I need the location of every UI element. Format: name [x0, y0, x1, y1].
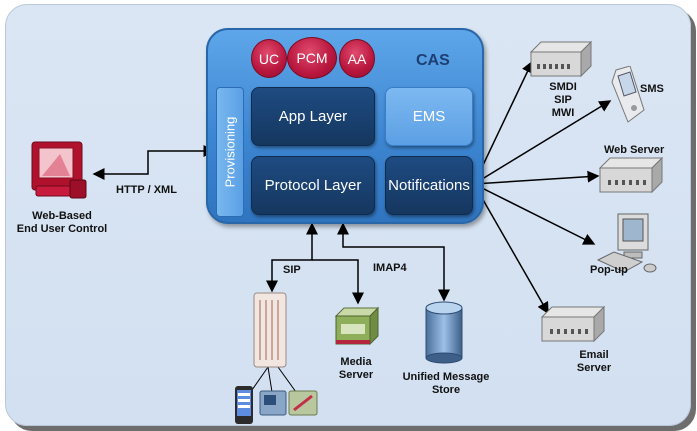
sip-connector	[266, 222, 318, 293]
imap4-label: IMAP4	[373, 262, 407, 274]
web-server-icon	[598, 156, 664, 194]
endpoint-branches	[251, 366, 297, 393]
aa-module: AA	[339, 39, 375, 78]
uc-module: UC	[251, 39, 287, 78]
app-layer-block: App Layer	[251, 87, 375, 146]
protocol-layer-block: Protocol Layer	[251, 156, 375, 215]
web-server-label: Web Server	[604, 144, 665, 156]
provisioning-bar: Provisioning	[216, 87, 244, 217]
desk-phone-icon	[259, 390, 287, 416]
popup-label: Pop-up	[590, 264, 628, 276]
pcm-module: PCM	[287, 37, 337, 79]
ems-block: EMS	[385, 87, 473, 146]
sip-label: SIP	[283, 264, 301, 276]
conference-phone-icon	[288, 390, 318, 416]
media-server-icon	[334, 306, 380, 346]
mobile-phone-icon	[611, 66, 645, 123]
smartphone-icon	[235, 386, 253, 424]
sms-label: SMS	[640, 83, 664, 95]
popup-computer-icon	[596, 213, 657, 273]
imap4-connector	[337, 222, 450, 302]
email-server-icon	[540, 305, 606, 343]
provisioning-label: Provisioning	[222, 116, 238, 188]
computer-icon	[31, 141, 87, 199]
http-xml-label: HTTP / XML	[116, 184, 177, 196]
smdi-server-icon	[529, 40, 593, 78]
database-icon	[425, 301, 463, 364]
http-xml-connector	[92, 145, 216, 180]
notifications-block: Notifications	[385, 156, 473, 215]
pbx-tower-icon	[253, 292, 287, 368]
cas-title: CAS	[416, 52, 450, 69]
